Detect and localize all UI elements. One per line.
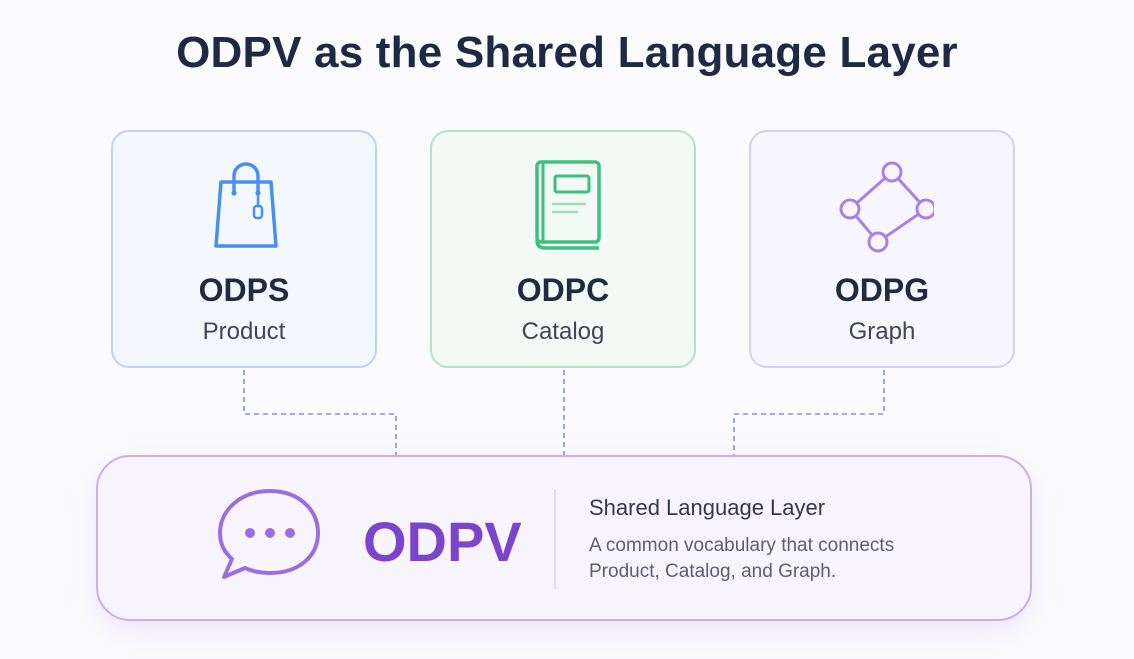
card-catalog: ODPC Catalog [430, 130, 696, 368]
shopping-bag-icon [214, 162, 278, 248]
card-code: ODPC [516, 272, 610, 308]
book-icon [535, 160, 601, 250]
layer-divider [554, 489, 556, 589]
card-product: ODPS Product [111, 130, 377, 368]
chat-bubble-icon [218, 489, 320, 579]
connector-graph [733, 370, 885, 455]
card-code: ODPS [198, 272, 290, 308]
layer-code: ODPV [363, 510, 522, 573]
graph-nodes-icon [839, 161, 934, 253]
shared-language-layer: ODPV Shared Language Layer A common voca… [96, 455, 1032, 621]
card-label: Product [202, 318, 286, 345]
layer-heading: Shared Language Layer [589, 495, 826, 520]
card-code: ODPG [834, 272, 930, 308]
card-label: Catalog [521, 318, 605, 345]
diagram-title: ODPV as the Shared Language Layer [176, 28, 958, 77]
layer-description: A common vocabulary that connects Produc… [589, 535, 895, 582]
card-graph: ODPG Graph [749, 130, 1015, 368]
card-label: Graph [848, 318, 916, 345]
connector-product [243, 370, 397, 455]
